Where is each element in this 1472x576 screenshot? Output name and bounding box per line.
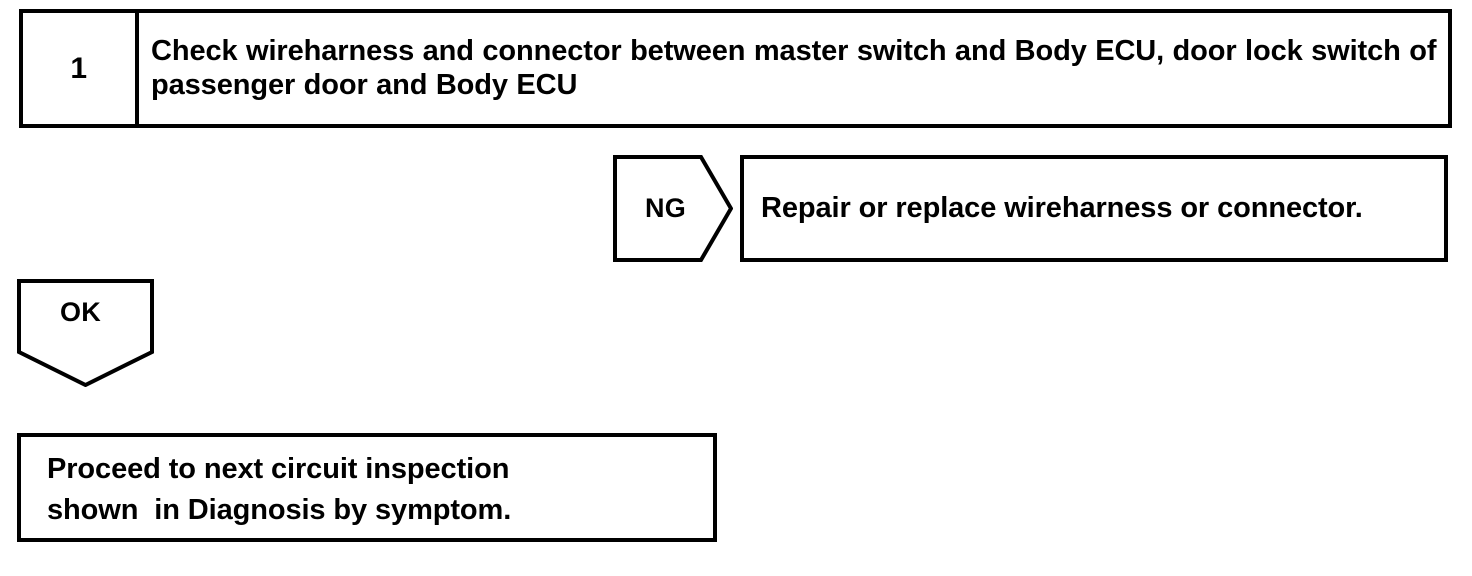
step-instruction-text: Check wireharness and connector between … (151, 34, 1437, 101)
ok-result-line-1: Proceed to next circuit inspection (47, 453, 510, 485)
ok-arrow-down-icon (17, 279, 154, 387)
ok-label: OK (60, 297, 102, 327)
ng-result-box: Repair or replace wireharness or connect… (740, 155, 1448, 262)
step-number-cell: 1 (23, 13, 139, 124)
ok-result-line-2: shown in Diagnosis by symptom. (47, 494, 512, 527)
ok-result-box: Proceed to next circuit inspection shown… (17, 433, 717, 542)
ng-arrow-right-icon (613, 155, 733, 262)
ng-label: NG (645, 193, 687, 223)
step-1-row: 1 Check wireharness and connector betwee… (19, 9, 1452, 128)
